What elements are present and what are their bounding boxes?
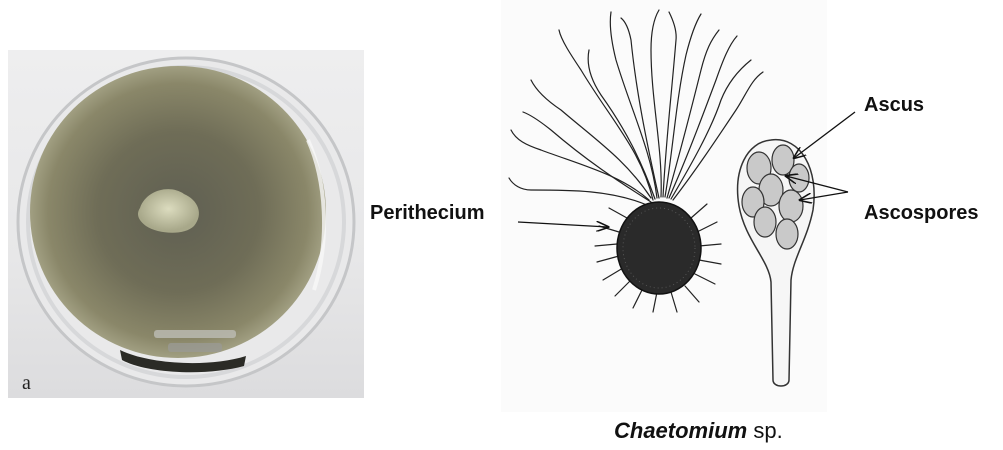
caption-genus: Chaetomium xyxy=(614,418,747,443)
ascospores-label: Ascospores xyxy=(864,202,979,225)
ascospores-arrow-1 xyxy=(786,176,848,192)
ascus-label: Ascus xyxy=(864,94,924,117)
perithecium-arrow xyxy=(518,222,608,227)
perithecium-label: Perithecium xyxy=(370,202,484,225)
ascus-arrow xyxy=(794,112,855,158)
caption-suffix: sp. xyxy=(753,418,782,443)
figure-caption: Chaetomium sp. xyxy=(614,418,783,444)
ascospores-arrow-2 xyxy=(800,192,848,200)
